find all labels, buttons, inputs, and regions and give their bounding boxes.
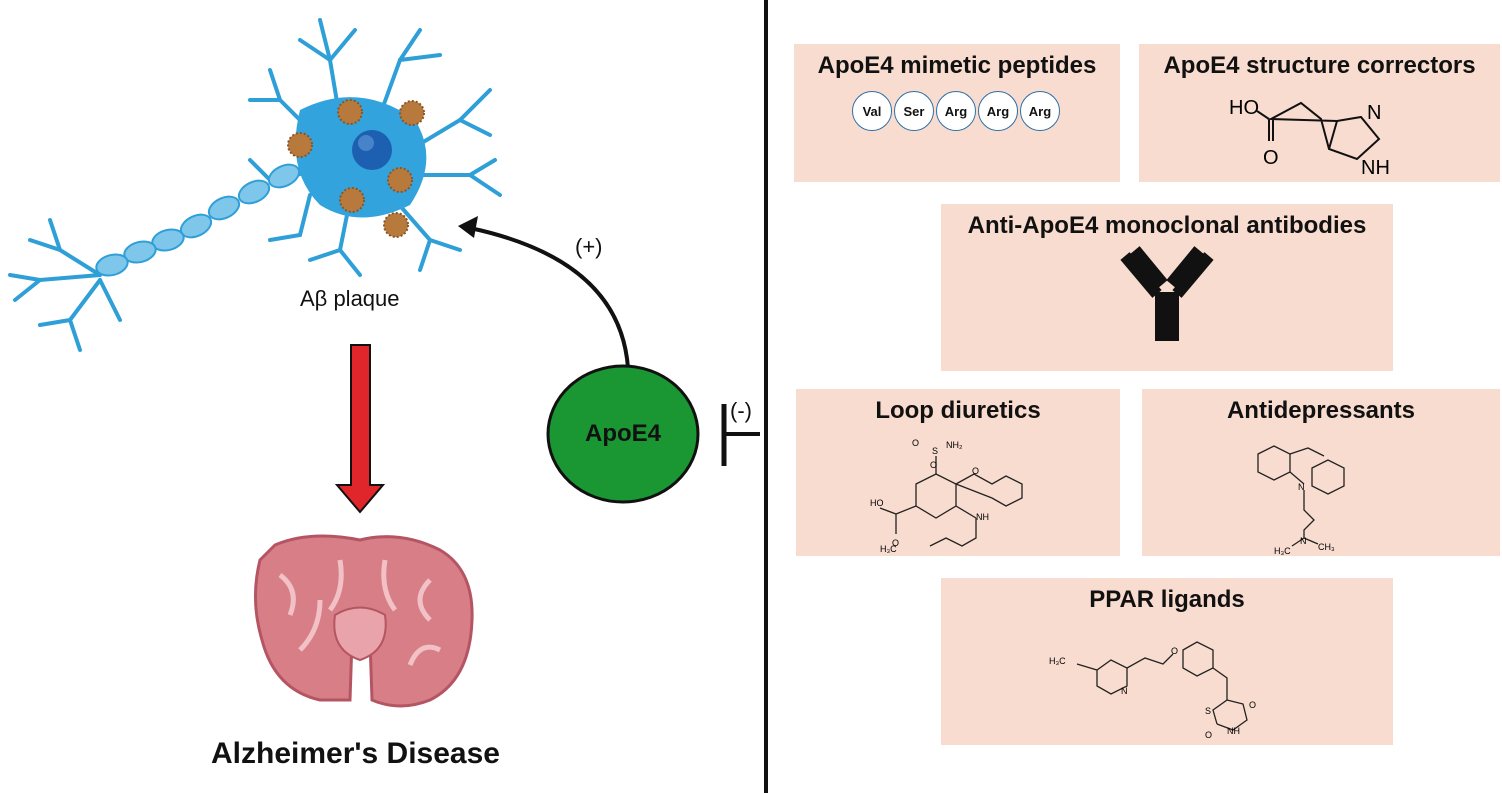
panel-title: ApoE4 structure correctors [1163, 52, 1476, 79]
atom-label: H₃C [880, 544, 897, 554]
positive-sign: (+) [575, 234, 603, 259]
negative-sign: (-) [730, 398, 752, 423]
axon-icon [95, 163, 301, 277]
atom-label: N [1121, 686, 1128, 696]
panel-loop-diuretics: Loop diuretics O S NH₂ O O HO O NH H₃C [796, 389, 1120, 556]
panel-monoclonal-antibodies: Anti-ApoE4 monoclonal antibodies [941, 204, 1393, 371]
panel-antidepressants: Antidepressants N N H₃C CH₃ [1142, 389, 1500, 556]
atom-label: S [1205, 706, 1211, 716]
atom-label: S [932, 446, 938, 456]
imipramine-structure: N N H₃C CH₃ [1257, 445, 1345, 556]
atom-label: O [972, 466, 979, 476]
bumetanide-structure: O S NH₂ O O HO O NH H₃C [870, 438, 1023, 554]
atom-label: O [930, 460, 937, 470]
residue-bead: Arg [978, 91, 1018, 131]
panel-mimetic-peptides: ApoE4 mimetic peptides Val Ser Arg Arg A… [794, 44, 1120, 182]
residue-bead: Arg [1020, 91, 1060, 131]
panel-title: PPAR ligands [1089, 586, 1245, 613]
pioglitazone-structure: H₃C N O S O NH O [1049, 641, 1256, 740]
panel-title: ApoE4 mimetic peptides [817, 52, 1097, 79]
atom-label: HO [870, 498, 884, 508]
atom-label: HO [1229, 97, 1259, 119]
left-illustration [8, 18, 760, 708]
atom-label: N [1367, 102, 1381, 124]
atom-label: CH₃ [1318, 542, 1335, 552]
panel-structure-correctors: ApoE4 structure correctors HO O N NH [1139, 44, 1500, 182]
atom-label: NH [976, 512, 989, 522]
atom-label: O [1263, 147, 1279, 169]
imidazole-acetic-acid-structure: HO O N NH [1229, 97, 1390, 179]
atom-label: O [1249, 700, 1256, 710]
promote-arrow [469, 226, 630, 369]
nucleus-icon [352, 130, 392, 170]
antibody-icon [1120, 246, 1214, 341]
panel-title: Anti-ApoE4 monoclonal antibodies [967, 212, 1367, 239]
atom-label: H₃C [1049, 656, 1066, 666]
residue-bead: Arg [936, 91, 976, 131]
atom-label: NH₂ [946, 440, 963, 450]
brain-icon [254, 534, 474, 708]
plaque-label: Aβ plaque [300, 286, 400, 311]
apoe4-node [546, 364, 700, 504]
progression-arrow [334, 344, 386, 514]
panel-ppar-ligands: PPAR ligands H₃C N O S O NH O [941, 578, 1393, 745]
atom-label: O [892, 538, 899, 548]
atom-label: NH [1227, 726, 1240, 736]
apoe4-label: ApoE4 [584, 420, 661, 447]
atom-label: O [1171, 646, 1178, 656]
atom-label: N [1298, 482, 1305, 492]
atom-label: NH [1361, 157, 1390, 179]
panel-title: Antidepressants [1226, 397, 1416, 424]
atom-label: O [1205, 730, 1212, 740]
vertical-divider [764, 0, 768, 793]
panel-title: Loop diuretics [875, 397, 1041, 424]
atom-label: O [912, 438, 919, 448]
peptide-chain: Val Ser Arg Arg Arg [852, 91, 1062, 131]
residue-bead: Ser [894, 91, 934, 131]
amyloid-plaque-icon [287, 99, 425, 238]
residue-bead: Val [852, 91, 892, 131]
atom-label: N [1300, 536, 1307, 546]
disease-label: Alzheimer's Disease [211, 737, 500, 770]
atom-label: H₃C [1274, 546, 1291, 556]
